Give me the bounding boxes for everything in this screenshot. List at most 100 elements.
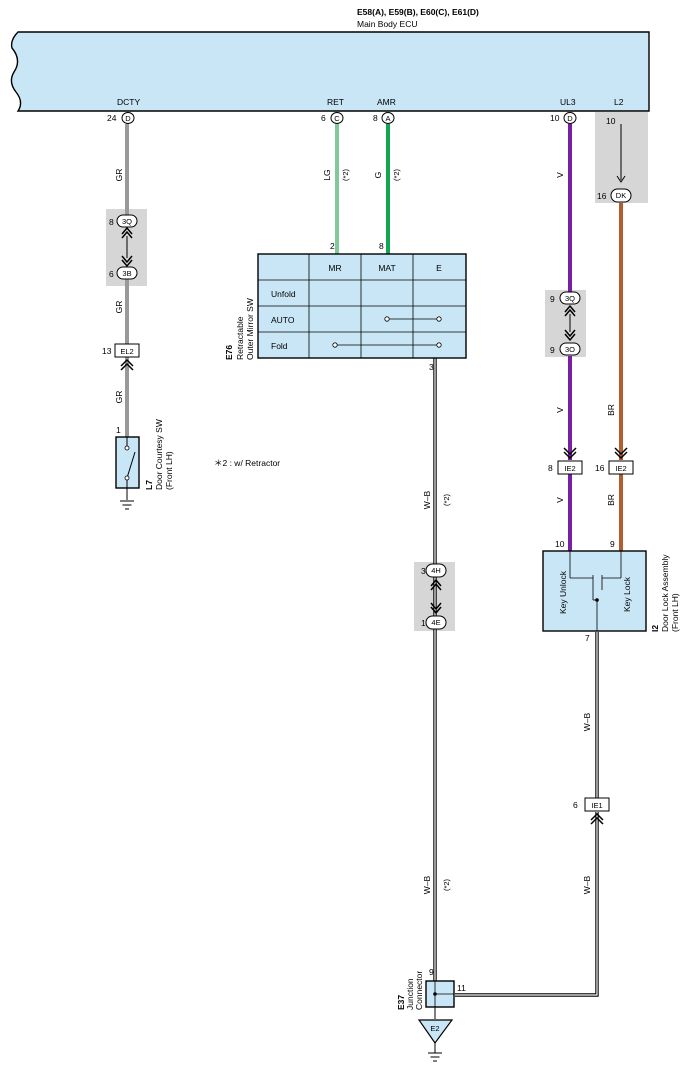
svg-text:9: 9 — [610, 539, 615, 549]
junction-code: E37 — [396, 995, 406, 1010]
svg-text:9: 9 — [550, 345, 555, 355]
svg-text:8: 8 — [548, 463, 553, 473]
wire-note-wb-2: (*2) — [442, 878, 451, 891]
connector-ie1: 6 IE1 — [573, 797, 610, 825]
wire-note-lg: (*2) — [341, 168, 350, 181]
junction-3q-3o: 9 3Q 9 3O — [550, 291, 581, 356]
wire-label-v-1: V — [555, 172, 565, 178]
svg-text:1: 1 — [421, 618, 426, 628]
svg-text:9: 9 — [429, 967, 434, 977]
door-lock-code: I2 — [650, 625, 660, 632]
ground-e2: E2 — [417, 1019, 454, 1062]
wire-wb-lock — [455, 632, 599, 997]
svg-text:3O: 3O — [565, 345, 575, 354]
mirror-pin-mat: 8 — [379, 241, 384, 251]
wire-label-gr-3: GR — [114, 391, 124, 404]
l2-arrow-icon — [616, 175, 626, 183]
door-courtesy-switch-l7: 1 L7 Door Courtesy SW (Front LH) — [115, 419, 174, 510]
door-lock-name: Door Lock Assembly — [660, 554, 670, 632]
door-lock-sub: (Front LH) — [670, 593, 680, 632]
junction-arrow-up-icon — [121, 226, 133, 235]
key-unlock-label: Key Unlock — [558, 570, 568, 614]
pin-name-l2: L2 — [614, 97, 624, 107]
svg-text:EL2: EL2 — [120, 347, 133, 356]
main-body-ecu-box — [10, 31, 650, 112]
svg-text:3Q: 3Q — [122, 217, 132, 226]
junction-dk: 16 DK — [597, 188, 632, 203]
ground-icon — [120, 500, 134, 510]
svg-text:7: 7 — [585, 633, 590, 643]
courtesy-name: Door Courtesy SW — [154, 419, 164, 490]
pin-badge-amr: A — [381, 112, 395, 124]
junction-name-2: Connector — [414, 971, 424, 1010]
mirror-col-mat: MAT — [378, 263, 395, 273]
mirror-col-mr: MR — [328, 263, 341, 273]
wire-label-g: G — [373, 172, 383, 179]
connector-ie2-a: 8 IE2 — [548, 447, 583, 475]
wire-label-wb-2: W–B — [422, 875, 432, 894]
mirror-row-auto: AUTO — [271, 315, 295, 325]
pin-name-dcty: DCTY — [117, 97, 140, 107]
svg-text:6: 6 — [109, 269, 114, 279]
wire-label-gr-2: GR — [114, 301, 124, 314]
svg-text:D: D — [125, 114, 131, 123]
mirror-pin-e: 3 — [429, 362, 434, 372]
svg-text:6: 6 — [573, 800, 578, 810]
mirror-col-e: E — [436, 263, 442, 273]
svg-text:IE1: IE1 — [591, 801, 602, 810]
svg-text:D: D — [567, 114, 573, 123]
svg-text:C: C — [334, 114, 340, 123]
pin-num-ret: 6 — [321, 113, 326, 123]
pin-badge-dcty: D — [121, 112, 135, 124]
svg-text:4E: 4E — [431, 618, 440, 627]
ground-icon — [428, 1052, 442, 1062]
wire-note-g: (*2) — [392, 168, 401, 181]
junction-3q-3b: 8 3Q 6 3B — [109, 214, 138, 280]
courtesy-code: L7 — [144, 480, 154, 490]
svg-text:DK: DK — [616, 191, 626, 200]
wire-label-v-3: V — [555, 497, 565, 503]
wire-label-wb-4: W–B — [582, 875, 592, 894]
pin-num-dcty: 24 — [107, 113, 117, 123]
pin-num-ul3: 10 — [550, 113, 560, 123]
svg-text:9: 9 — [550, 294, 555, 304]
junction-4h-4e: 3 4H 1 4E — [421, 563, 447, 630]
svg-text:4H: 4H — [431, 566, 441, 575]
mirror-row-unfold: Unfold — [271, 289, 296, 299]
wire-label-br-1: BR — [606, 404, 616, 416]
pin-badge-ul3: D — [563, 112, 577, 124]
svg-text:10: 10 — [555, 539, 565, 549]
svg-text:13: 13 — [102, 346, 112, 356]
connector-ie2-b: 16 IE2 — [595, 447, 634, 475]
svg-text:16: 16 — [597, 191, 607, 201]
pin-num-l2: 10 — [606, 116, 616, 126]
pin-name-ret: RET — [327, 97, 344, 107]
mirror-row-fold: Fold — [271, 341, 288, 351]
svg-text:A: A — [385, 114, 390, 123]
wire-label-wb-1: W–B — [422, 490, 432, 509]
connector-el2: 13 EL2 — [102, 343, 140, 371]
pin-badge-ret: C — [330, 112, 344, 124]
door-lock-assembly-i2: 10 9 Key Unlock Key Lock 7 I2 Door Lock … — [542, 539, 680, 643]
svg-text:11: 11 — [457, 983, 466, 993]
svg-text:3Q: 3Q — [565, 294, 575, 303]
pin-num-amr: 8 — [373, 113, 378, 123]
wire-label-br-2: BR — [606, 494, 616, 506]
pin-name-amr: AMR — [377, 97, 396, 107]
junction-arrow-down-icon — [121, 255, 133, 264]
svg-text:1: 1 — [116, 425, 121, 435]
wire-label-gr-1: GR — [114, 169, 124, 182]
svg-text:8: 8 — [109, 217, 114, 227]
ground-code: E2 — [430, 1024, 439, 1033]
svg-text:IE2: IE2 — [564, 464, 575, 473]
key-lock-label: Key Lock — [622, 576, 632, 612]
mirror-pin-mr: 2 — [330, 241, 335, 251]
mirror-switch-e76: 2 8 MR MAT E Unfold AUTO Fold 3 E76 Retr… — [224, 241, 467, 372]
svg-text:16: 16 — [595, 463, 605, 473]
wire-label-v-2: V — [555, 407, 565, 413]
junction-name-1: Junction — [405, 978, 415, 1010]
svg-text:3B: 3B — [122, 269, 131, 278]
svg-text:3: 3 — [421, 566, 426, 576]
wire-note-wb-1: (*2) — [442, 493, 451, 506]
